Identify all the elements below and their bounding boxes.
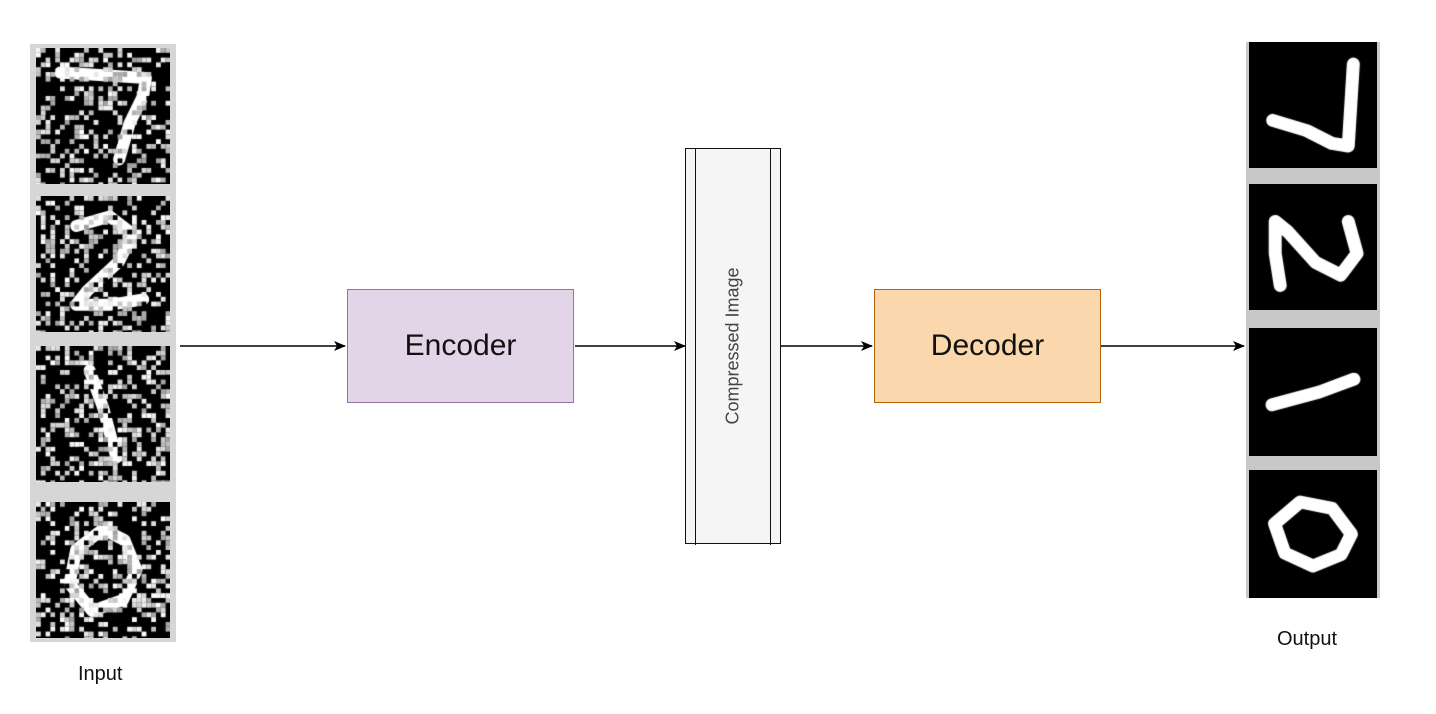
compressed-image-inner bbox=[695, 147, 771, 545]
output-image-2 bbox=[1249, 184, 1377, 310]
input-image-column bbox=[30, 44, 176, 642]
input-image-noisy-0 bbox=[36, 502, 170, 638]
output-image-column bbox=[1246, 42, 1380, 598]
output-image-1 bbox=[1249, 328, 1377, 456]
output-image-7 bbox=[1249, 42, 1377, 168]
output-image-0 bbox=[1249, 470, 1377, 598]
input-image-noisy-2 bbox=[36, 196, 170, 332]
input-image-noisy-7 bbox=[36, 48, 170, 184]
decoder-box: Decoder bbox=[874, 289, 1101, 403]
input-caption: Input bbox=[78, 663, 123, 685]
encoder-box: Encoder bbox=[347, 289, 574, 403]
decoder-label: Decoder bbox=[930, 329, 1045, 362]
output-caption: Output bbox=[1277, 628, 1338, 650]
encoder-label: Encoder bbox=[404, 329, 517, 362]
input-image-noisy-1 bbox=[36, 346, 170, 482]
compressed-image-block: Compressed Image bbox=[685, 147, 781, 545]
